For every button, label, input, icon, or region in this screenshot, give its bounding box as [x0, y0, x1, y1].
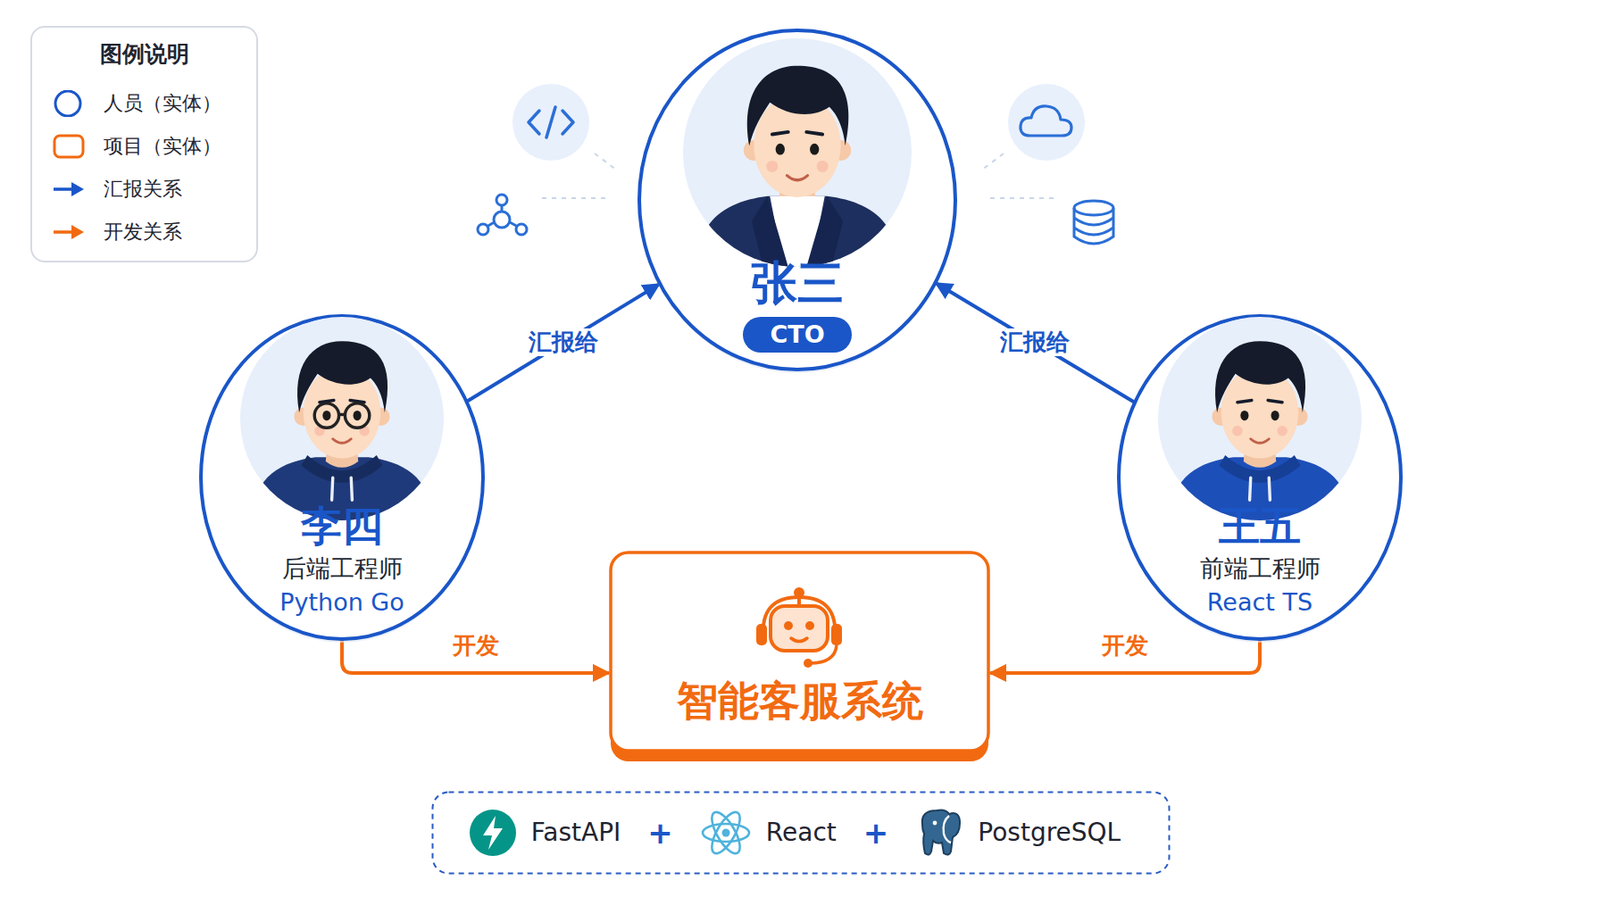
person-name: 张三 [750, 256, 844, 310]
tech-logo [700, 808, 752, 858]
node-label: React TS [1207, 588, 1313, 617]
node-text: React TS [1116, 588, 1403, 617]
legend-text: 项目（实体） [103, 133, 222, 160]
tech-name: React [766, 817, 837, 849]
tech-row: FastAPI + React + PostgreSQL [431, 791, 1171, 875]
person-name: 李四 [300, 501, 384, 550]
person-name: 智能客服系统 [676, 676, 924, 725]
project-box: 智能客服系统 [608, 550, 991, 760]
tech-stack-box: FastAPI + React + PostgreSQL [431, 791, 1171, 875]
node-text: 后端工程师 [199, 554, 485, 584]
node-title: 王五 [1116, 501, 1403, 551]
cloud-icon [1008, 83, 1085, 161]
node-text: 前端工程师 [1116, 554, 1403, 584]
person-circle: 张三 CTO [637, 28, 958, 372]
node-title: 李四 [199, 501, 485, 551]
legend-text: 汇报关系 [103, 176, 183, 203]
node-label: Python Go [279, 588, 405, 617]
plus-sign: + [863, 815, 890, 852]
legend-box: 图例说明人员（实体） 项目（实体） 汇报关系开发关系 [30, 25, 259, 263]
node-title: 智能客服系统 [608, 676, 991, 726]
legend-title: 图例说明 [32, 41, 257, 68]
code-icon [512, 83, 590, 161]
tech-name: FastAPI [531, 817, 622, 849]
edge-label: 开发 [447, 632, 505, 660]
node-outline [608, 550, 991, 760]
edge-label: 开发 [1096, 632, 1154, 660]
person-name: 王五 [1218, 501, 1301, 550]
person-circle: 李四后端工程师 Python Go [199, 314, 485, 642]
tech-name: PostgreSQL [977, 817, 1121, 849]
role-pill: CTO [742, 316, 851, 353]
database-icon [1074, 200, 1114, 244]
node-label: 前端工程师 [1200, 554, 1321, 583]
edge-label: 汇报给 [523, 328, 604, 357]
legend-swatch [51, 90, 88, 117]
node-title: 张三 [637, 255, 958, 311]
person-circle: 王五前端工程师 React TS [1116, 314, 1403, 642]
graph-icon [477, 194, 527, 235]
node-label: 后端工程师 [282, 554, 403, 583]
legend-text: 开发关系 [103, 219, 183, 246]
plus-sign: + [647, 815, 674, 852]
tech-logo [468, 808, 517, 858]
report-arrow [935, 283, 1134, 402]
node-text: CTO [637, 316, 958, 353]
tech-logo [915, 807, 964, 859]
legend-swatch [51, 218, 88, 246]
legend-swatch [51, 133, 88, 160]
legend-swatch [51, 175, 88, 203]
node-text: Python Go [199, 588, 485, 617]
report-arrow [466, 283, 659, 401]
edge-label: 汇报给 [994, 328, 1075, 357]
legend-text: 人员（实体） [103, 91, 222, 117]
